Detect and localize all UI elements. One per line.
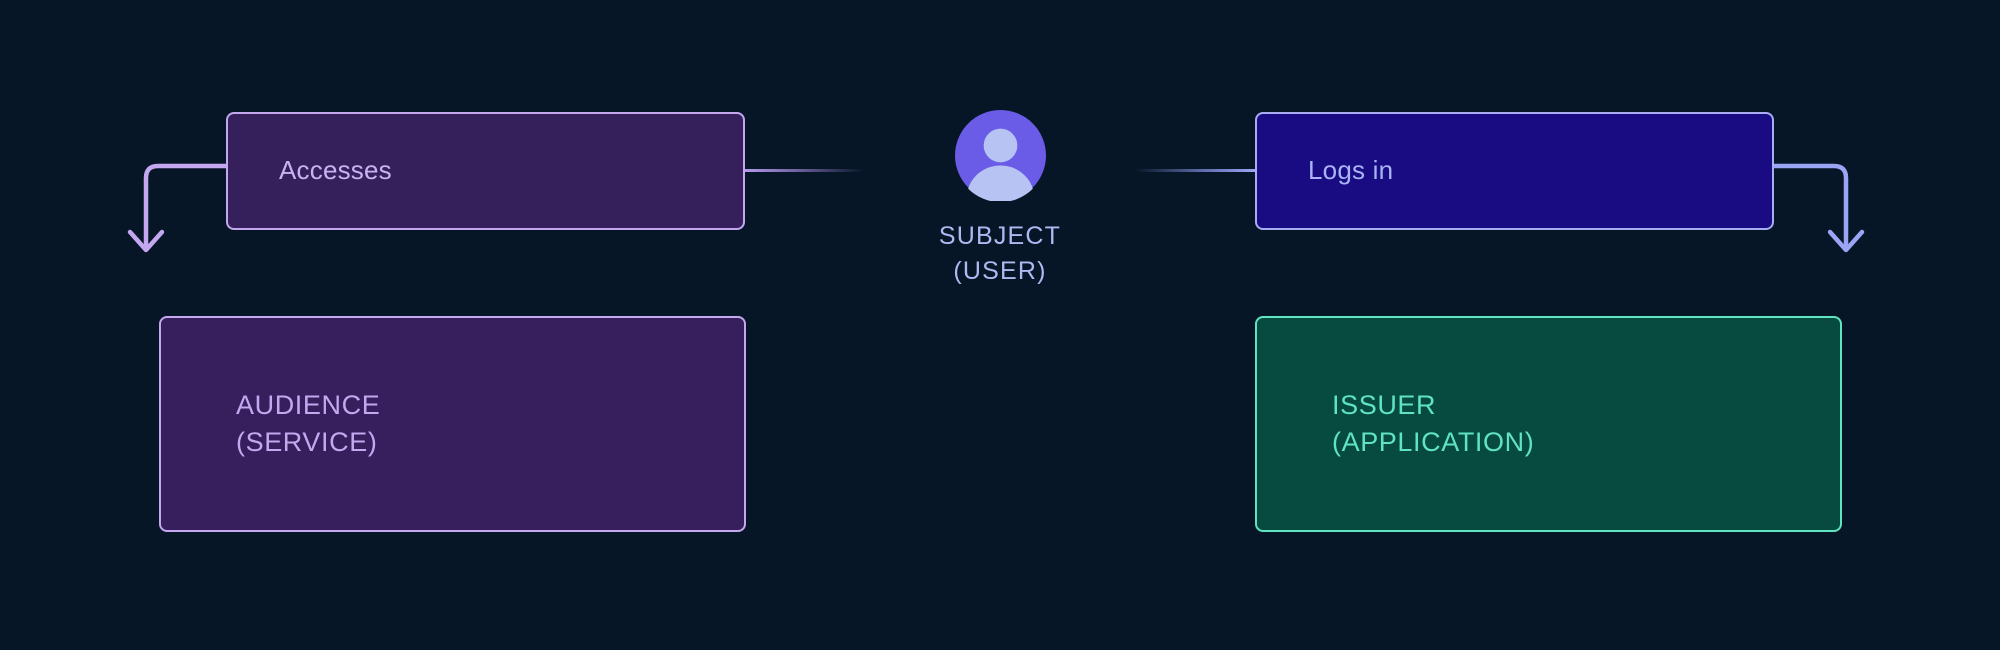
node-audience-label: AUDIENCE (SERVICE) <box>236 390 381 457</box>
node-issuer[interactable]: ISSUER (APPLICATION) <box>1255 316 1842 532</box>
subject-caption: SUBJECT (USER) <box>938 222 1062 285</box>
user-avatar-icon <box>954 110 1046 201</box>
node-audience[interactable]: AUDIENCE (SERVICE) <box>159 316 746 532</box>
node-accesses-label: Accesses <box>279 155 392 186</box>
node-logs-in[interactable]: Logs in <box>1255 112 1774 230</box>
arrow-accesses-to-audience <box>127 163 231 253</box>
connector-subject-to-logs-in <box>1135 169 1255 172</box>
arrow-logs-in-to-issuer <box>1761 163 1865 253</box>
node-logs-in-label: Logs in <box>1308 155 1394 186</box>
node-issuer-label: ISSUER (APPLICATION) <box>1332 390 1535 457</box>
node-accesses[interactable]: Accesses <box>226 112 745 230</box>
subject-group: SUBJECT (USER) <box>900 110 1100 288</box>
connector-accesses-to-subject <box>745 169 865 172</box>
